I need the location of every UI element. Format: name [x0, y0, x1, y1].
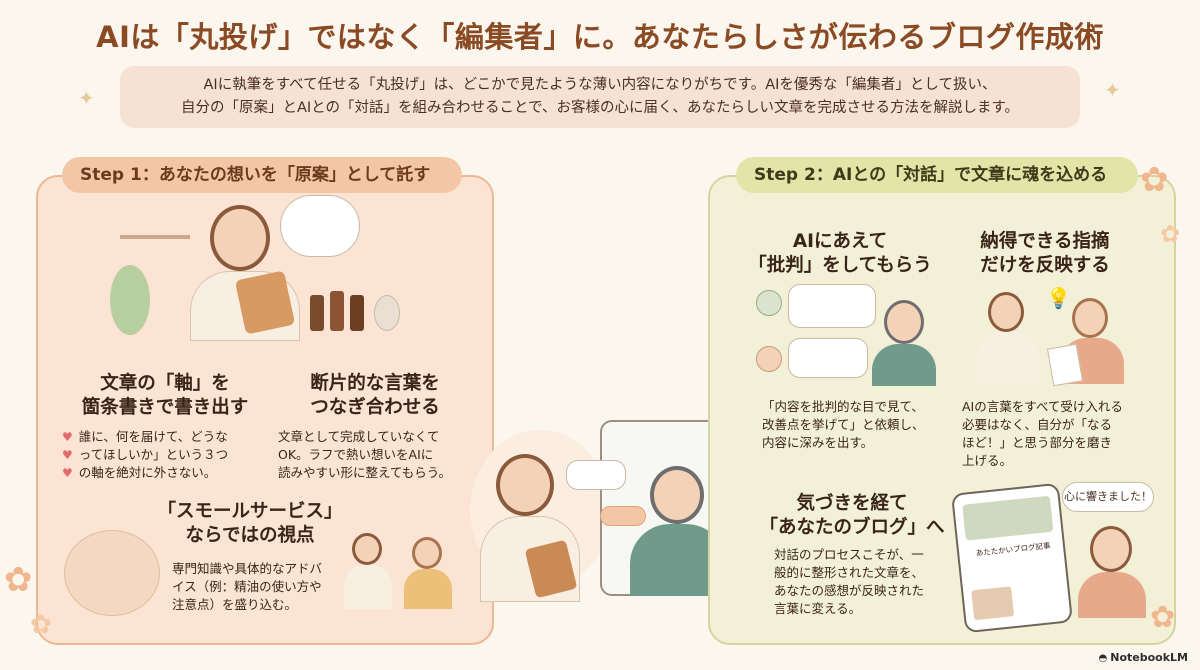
tablet-article-title: あたたかいブログ記事: [975, 540, 1051, 558]
woman-head: [496, 454, 554, 516]
person-head: [1072, 298, 1108, 338]
flower-icon: ✿: [30, 610, 52, 640]
sparkle-icon: ✦: [78, 86, 95, 110]
flower-icon: ✿: [1160, 220, 1181, 248]
chat-bubble-icon: [600, 506, 646, 526]
person-head: [412, 537, 442, 569]
user-avatar: [756, 290, 782, 316]
person-body: [1078, 572, 1146, 618]
shelf-icon: [120, 235, 190, 239]
essential-oil-bottle-icon: [310, 295, 324, 331]
person-body: [976, 332, 1040, 384]
chat-bubble-icon: [566, 460, 626, 490]
intro-line-1: AIに執筆をすべて任せる「丸投げ」は、どこかで見たような薄い内容になりがちです。…: [203, 77, 997, 93]
step1-label: Step 1：あなたの想いを「原案」として託す: [62, 157, 462, 193]
plant-icon: [110, 265, 150, 335]
intro-box: AIに執筆をすべて任せる「丸投げ」は、どこかで見たような薄い内容になりがちです。…: [120, 66, 1080, 128]
heart-icon: ♥: [62, 430, 73, 444]
tablet-header-image: [962, 495, 1054, 541]
person-head: [988, 292, 1024, 332]
list-item: ♥ってほしいか」という３つ: [62, 447, 229, 462]
flower-icon: ✿: [4, 560, 33, 600]
happy-woman-illustration: [1074, 520, 1154, 620]
hands-oil-illustration: [64, 530, 160, 616]
heart-icon: ♥: [62, 448, 73, 462]
list-item: ♥の軸を絶対に外さない。: [62, 465, 217, 480]
lightbulb-icon: 💡: [1046, 286, 1071, 310]
intro-line-2: 自分の「原案」とAIとの「対話」を組み合わせることで、お客様の心に届く、あなたら…: [180, 100, 1020, 116]
chat-bubble-icon: [788, 284, 876, 328]
flower-icon: ✿: [1140, 160, 1169, 200]
fragments-body: 文章として完成していなくて OK。ラフで熱い想いをAIに 読みやすい形に整えても…: [278, 429, 452, 480]
person-head: [352, 533, 382, 565]
woman-writing-illustration: [110, 195, 410, 345]
critique-illustration: [756, 282, 936, 387]
woman-head: [210, 205, 270, 271]
list-item: ♥誰に、何を届けて、どうな: [62, 429, 228, 444]
small-service-body: 専門知識や具体的なアドバ イス（例：精油の使い方や 注意点）を盛り込む。: [172, 561, 323, 612]
ai-editor-head: [884, 300, 924, 344]
fragments-heading: 断片的な言葉を つなぎ合わせる: [310, 373, 440, 418]
essential-oil-bottle-icon: [330, 291, 344, 331]
consultation-illustration: [340, 525, 460, 615]
axis-heading: 文章の「軸」を 箇条書きで書き出す: [81, 373, 249, 418]
sparkle-icon: ✦: [1104, 78, 1121, 102]
tablet-image: [971, 586, 1015, 621]
notebooklm-icon: ◓: [1098, 653, 1108, 664]
vase-icon: [374, 295, 400, 331]
step2-label: Step 2：AIとの「対話」で文章に魂を込める: [736, 157, 1138, 193]
small-service-heading: 「スモールサービス」 ならではの視点: [157, 501, 343, 546]
essential-oil-bottle-icon: [350, 295, 364, 331]
chat-bubble-icon: [788, 338, 868, 378]
awareness-body: 対話のプロセスこそが、一 般的に整形された文章を、 あなたの感想が反映された 言…: [774, 547, 925, 616]
notebooklm-logo: ◓NotebookLM: [1098, 651, 1188, 664]
thought-bubble-icon: [280, 195, 360, 257]
person-head: [1090, 526, 1132, 572]
axis-body: ♥誰に、何を届けて、どうな ♥ってほしいか」という３つ ♥の軸を絶対に外さない。: [62, 428, 262, 482]
tablet-illustration: あたたかいブログ記事: [950, 482, 1074, 634]
speech-bubble: 心に響きました！: [1062, 482, 1154, 512]
person-body: [404, 569, 452, 609]
document-icon: [1046, 343, 1084, 387]
critique-body: 「内容を批判的な目で見て、 改善点を挙げて」と依頼し、 内容に深みを出す。: [762, 399, 925, 450]
awareness-heading: 気づきを経て 「あなたのブログ」へ: [759, 493, 945, 538]
person-body: [344, 565, 392, 609]
accept-illustration: 💡: [972, 282, 1132, 387]
ai-editor-head: [650, 466, 704, 524]
critique-heading: AIにあえて 「批判」をしてもらう: [748, 231, 932, 276]
heart-icon: ♥: [62, 466, 73, 480]
accept-heading: 納得できる指摘 だけを反映する: [980, 231, 1110, 276]
user-avatar: [756, 346, 782, 372]
flower-icon: ✿: [1150, 600, 1176, 635]
page-title: AIは「丸投げ」ではなく「編集者」に。あなたらしさが伝わるブログ作成術: [96, 20, 1104, 54]
accept-body: AIの言葉をすべて受け入れる 必要はなく、自分が「なる ほど！」と思う部分を磨き…: [962, 399, 1123, 468]
ai-editor-body: [872, 344, 936, 386]
